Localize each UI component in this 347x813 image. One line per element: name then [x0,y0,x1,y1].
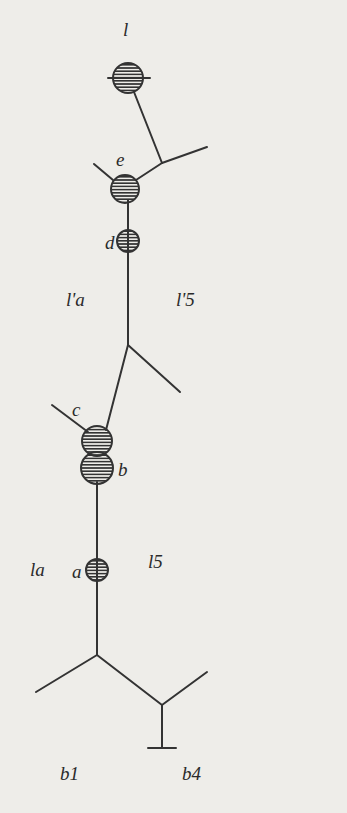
part-label: b1 [60,764,79,783]
stem-line [128,345,180,392]
stem-line [136,163,162,180]
stem-line [106,345,128,430]
stem-line [161,705,163,748]
bud-circle [113,63,143,93]
stem-line [94,164,113,180]
part-label: l5 [148,552,163,571]
part-label: c [72,400,80,419]
stem-line [134,92,162,163]
part-label: d [105,233,115,252]
stem-base [148,747,176,749]
part-label: a [72,562,82,581]
bud-circle [117,230,139,252]
part-label: l'a [66,290,85,309]
part-label: l'5 [176,290,195,309]
part-label: b4 [182,764,201,783]
part-label: b [118,460,128,479]
bud-circle [81,452,113,484]
stem-line [162,147,207,163]
bud-circles [81,63,143,581]
stem-line [97,655,162,705]
part-label: e [116,150,124,169]
part-label: l [123,20,128,39]
stem-line [127,200,129,345]
bud-circle [111,175,139,203]
part-label: la [30,560,45,579]
stem-line [36,655,97,692]
stem-line [52,405,88,432]
stem-line [162,672,207,705]
bud-circle [86,559,108,581]
stem-lines [36,78,207,748]
